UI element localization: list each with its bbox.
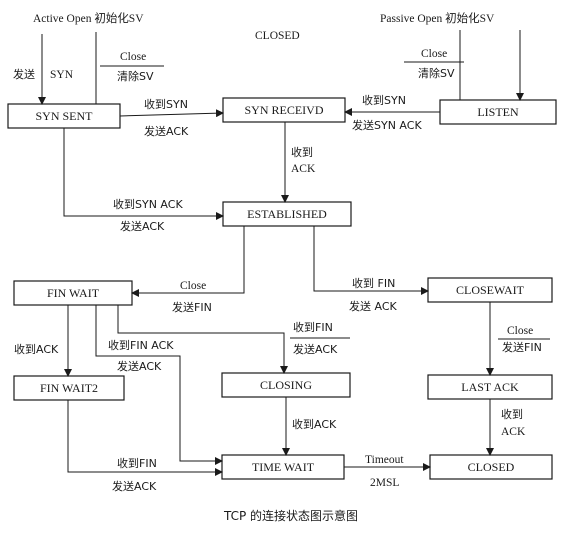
state-established-label: ESTABLISHED: [247, 207, 327, 221]
label-send-ack-1: 发送ACK: [144, 124, 189, 138]
label-send-ack-3: 发送 ACK: [349, 299, 398, 313]
state-last-ack-label: LAST ACK: [461, 380, 519, 394]
label-recv-ack-1: 收到ACK: [14, 342, 59, 356]
label-recv-syn-1: 收到SYN: [144, 97, 188, 111]
state-time-wait: TIME WAIT: [221, 454, 345, 480]
state-syn-sent-label: SYN SENT: [35, 109, 93, 123]
edge-established-to-fin-wait: [131, 226, 245, 297]
state-listen: LISTEN: [439, 99, 557, 125]
edge-established-to-close-wait: [313, 226, 429, 295]
label-clear-sv-left: 清除SV: [117, 69, 154, 83]
state-time-wait-label: TIME WAIT: [252, 460, 315, 474]
state-fin-wait2-label: FIN WAIT2: [40, 381, 98, 395]
label-recv-fin-2: 收到FIN: [293, 320, 333, 334]
state-closing: CLOSING: [221, 372, 351, 398]
label-timeout: Timeout: [365, 454, 404, 466]
state-closing-label: CLOSING: [260, 378, 312, 392]
label-recv-1: 收到: [291, 145, 313, 159]
edge-fin-wait2-to-time-wait: [67, 400, 223, 476]
label-recv-syn-2: 收到SYN: [362, 93, 406, 107]
label-send-fin: 发送FIN: [172, 300, 212, 314]
label-recv-2: 收到: [501, 407, 523, 421]
state-last-ack: LAST ACK: [427, 374, 553, 400]
label-recv-fin-1: 收到 FIN: [352, 276, 395, 290]
state-close-wait-label: CLOSEWAIT: [456, 283, 525, 297]
label-close-mid: Close: [180, 280, 206, 292]
label-send-fin-cw: 发送FIN: [502, 340, 542, 354]
label-2msl: 2MSL: [370, 477, 399, 489]
state-fin-wait-label: FIN WAIT: [47, 286, 100, 300]
state-syn-received: SYN RECEIVD: [222, 97, 346, 123]
label-send-ack-5: 发送ACK: [293, 342, 338, 356]
edge-syn-sent-to-established: [63, 128, 224, 220]
edge-fin-wait-to-closing: [117, 305, 288, 374]
state-syn-sent: SYN SENT: [7, 103, 121, 129]
label-ack-1: ACK: [291, 163, 316, 175]
label-recv-syn-ack: 收到SYN ACK: [113, 197, 183, 211]
label-passive-open: Passive Open 初始化SV: [380, 11, 495, 25]
label-close-left: Close: [120, 51, 146, 63]
state-syn-received-label: SYN RECEIVD: [244, 103, 323, 117]
label-send: 发送: [13, 67, 35, 81]
label-ack-2: ACK: [501, 426, 526, 438]
label-active-open: Active Open 初始化SV: [33, 11, 144, 25]
label-send-ack-4: 发送ACK: [117, 359, 162, 373]
state-closed-bottom: CLOSED: [429, 454, 553, 480]
state-fin-wait: FIN WAIT: [13, 280, 133, 306]
state-fin-wait2: FIN WAIT2: [13, 375, 125, 401]
label-recv-ack-2: 收到ACK: [292, 417, 337, 431]
label-close-right: Close: [421, 48, 447, 60]
state-closed-bottom-label: CLOSED: [468, 460, 515, 474]
state-listen-label: LISTEN: [477, 105, 519, 119]
label-send-ack-2: 发送ACK: [120, 219, 165, 233]
label-syn: SYN: [50, 69, 74, 81]
label-close-cw: Close: [507, 325, 533, 337]
state-close-wait: CLOSEWAIT: [427, 277, 553, 303]
label-recv-fin-ack: 收到FIN ACK: [108, 338, 174, 352]
label-recv-fin-3: 收到FIN: [117, 456, 157, 470]
state-established: ESTABLISHED: [222, 201, 352, 227]
label-closed-top: CLOSED: [255, 30, 300, 42]
label-send-syn-ack: 发送SYN ACK: [352, 118, 422, 132]
label-send-ack-6: 发送ACK: [112, 479, 157, 493]
edge-syn-sent-to-syn-received: [119, 109, 224, 118]
edge-fin-wait-to-time-wait: [95, 305, 223, 465]
label-clear-sv-right: 清除SV: [418, 66, 455, 80]
diagram-caption: TCP 的连接状态图示意图: [223, 508, 358, 523]
